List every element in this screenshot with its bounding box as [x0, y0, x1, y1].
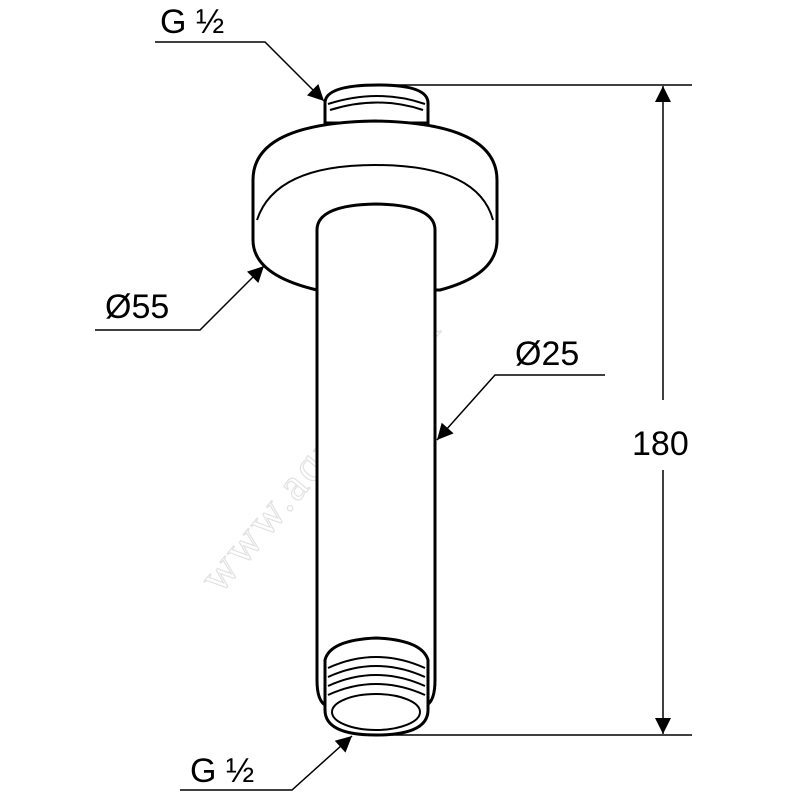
dimension-lines — [95, 41, 692, 791]
top-thread-label: G ½ — [160, 3, 224, 41]
tube — [315, 202, 437, 707]
length-label: 180 — [632, 425, 689, 463]
shower-arm — [251, 83, 499, 737]
tube-diameter-label: Ø25 — [515, 335, 579, 373]
flange-diameter-label: Ø55 — [105, 288, 169, 326]
bottom-thread-label: G ½ — [190, 752, 254, 790]
top-thread — [323, 83, 430, 125]
